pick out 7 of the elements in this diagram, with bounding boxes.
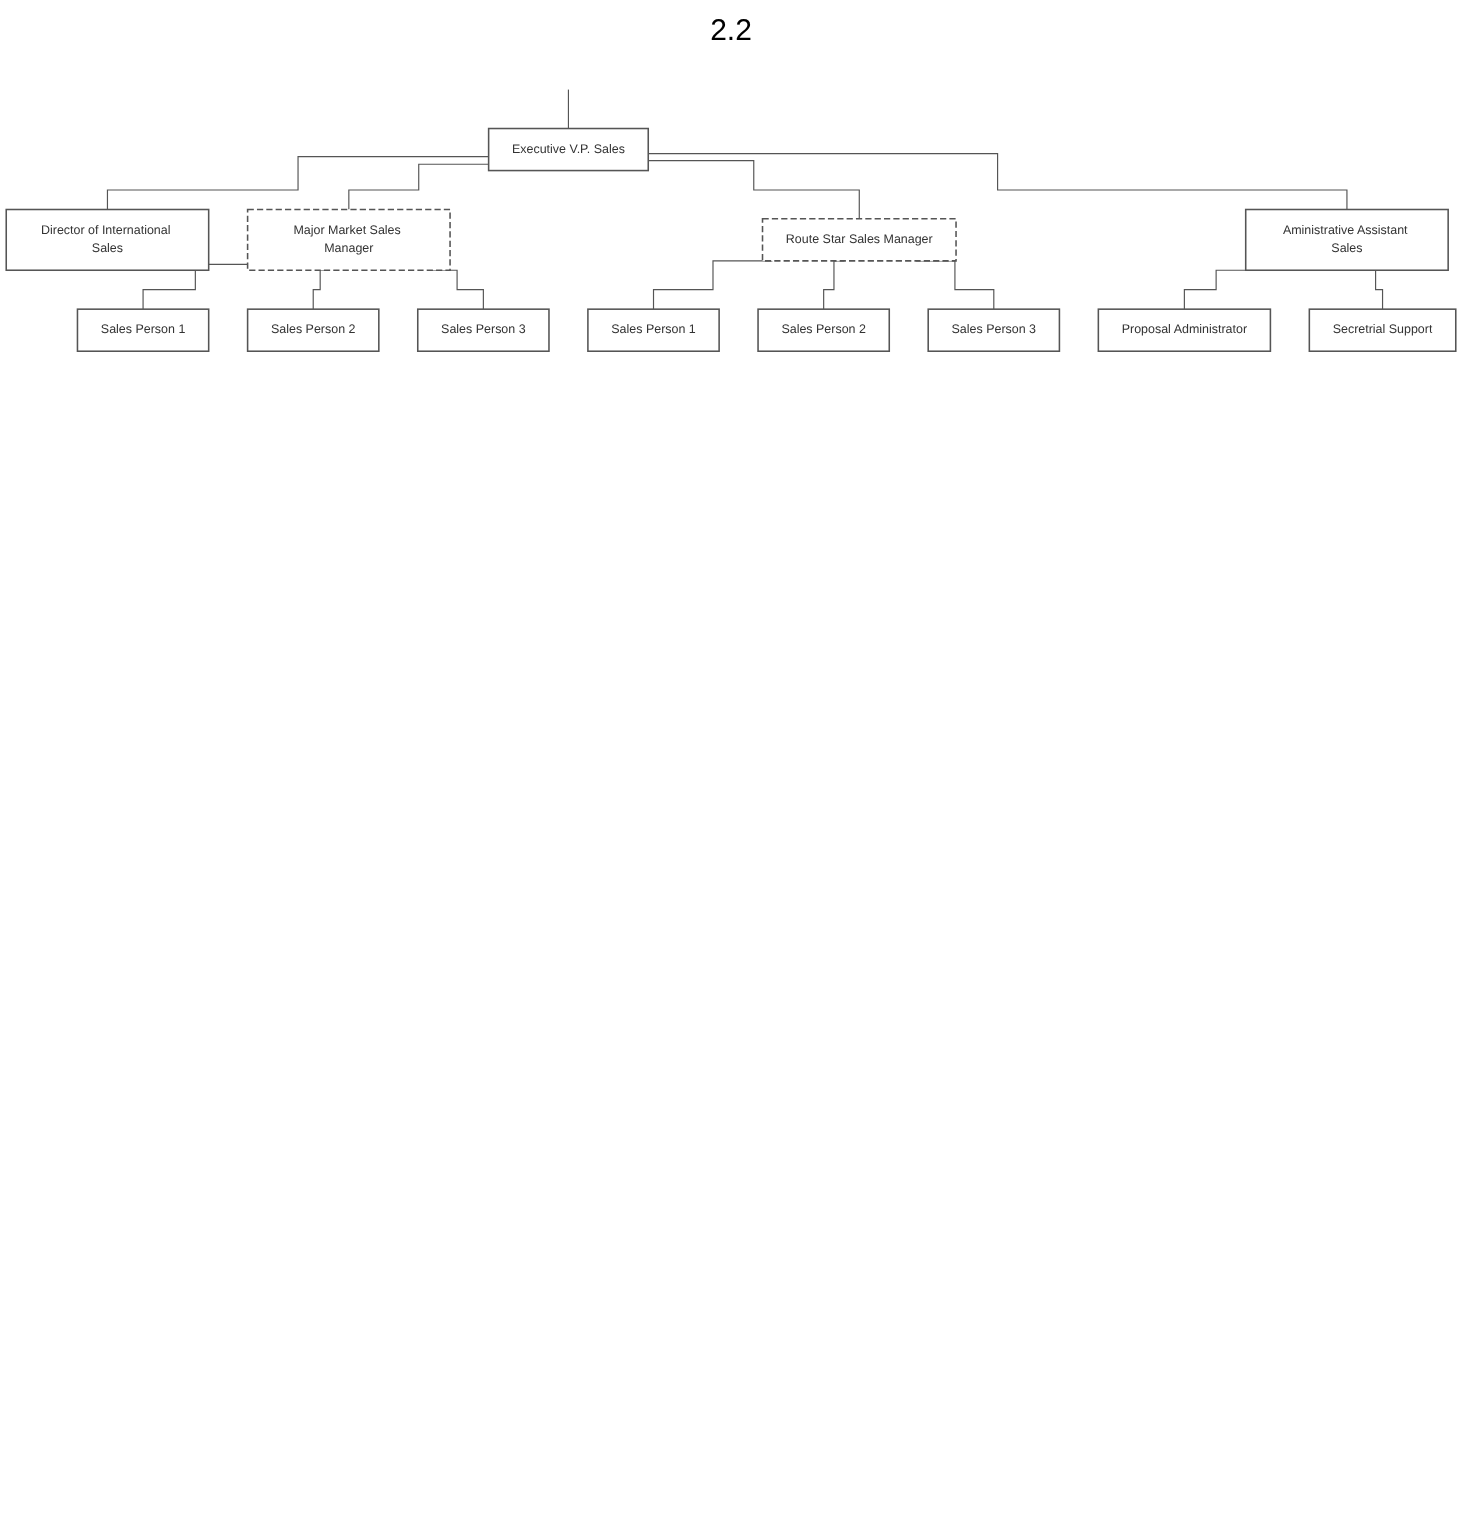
connector: [106, 155, 490, 211]
connector: [647, 153, 1348, 211]
connector: [1183, 269, 1249, 310]
section-number: 2.2: [710, 13, 752, 47]
connector: [348, 163, 490, 211]
connector: [647, 160, 860, 220]
connector: [567, 89, 570, 130]
